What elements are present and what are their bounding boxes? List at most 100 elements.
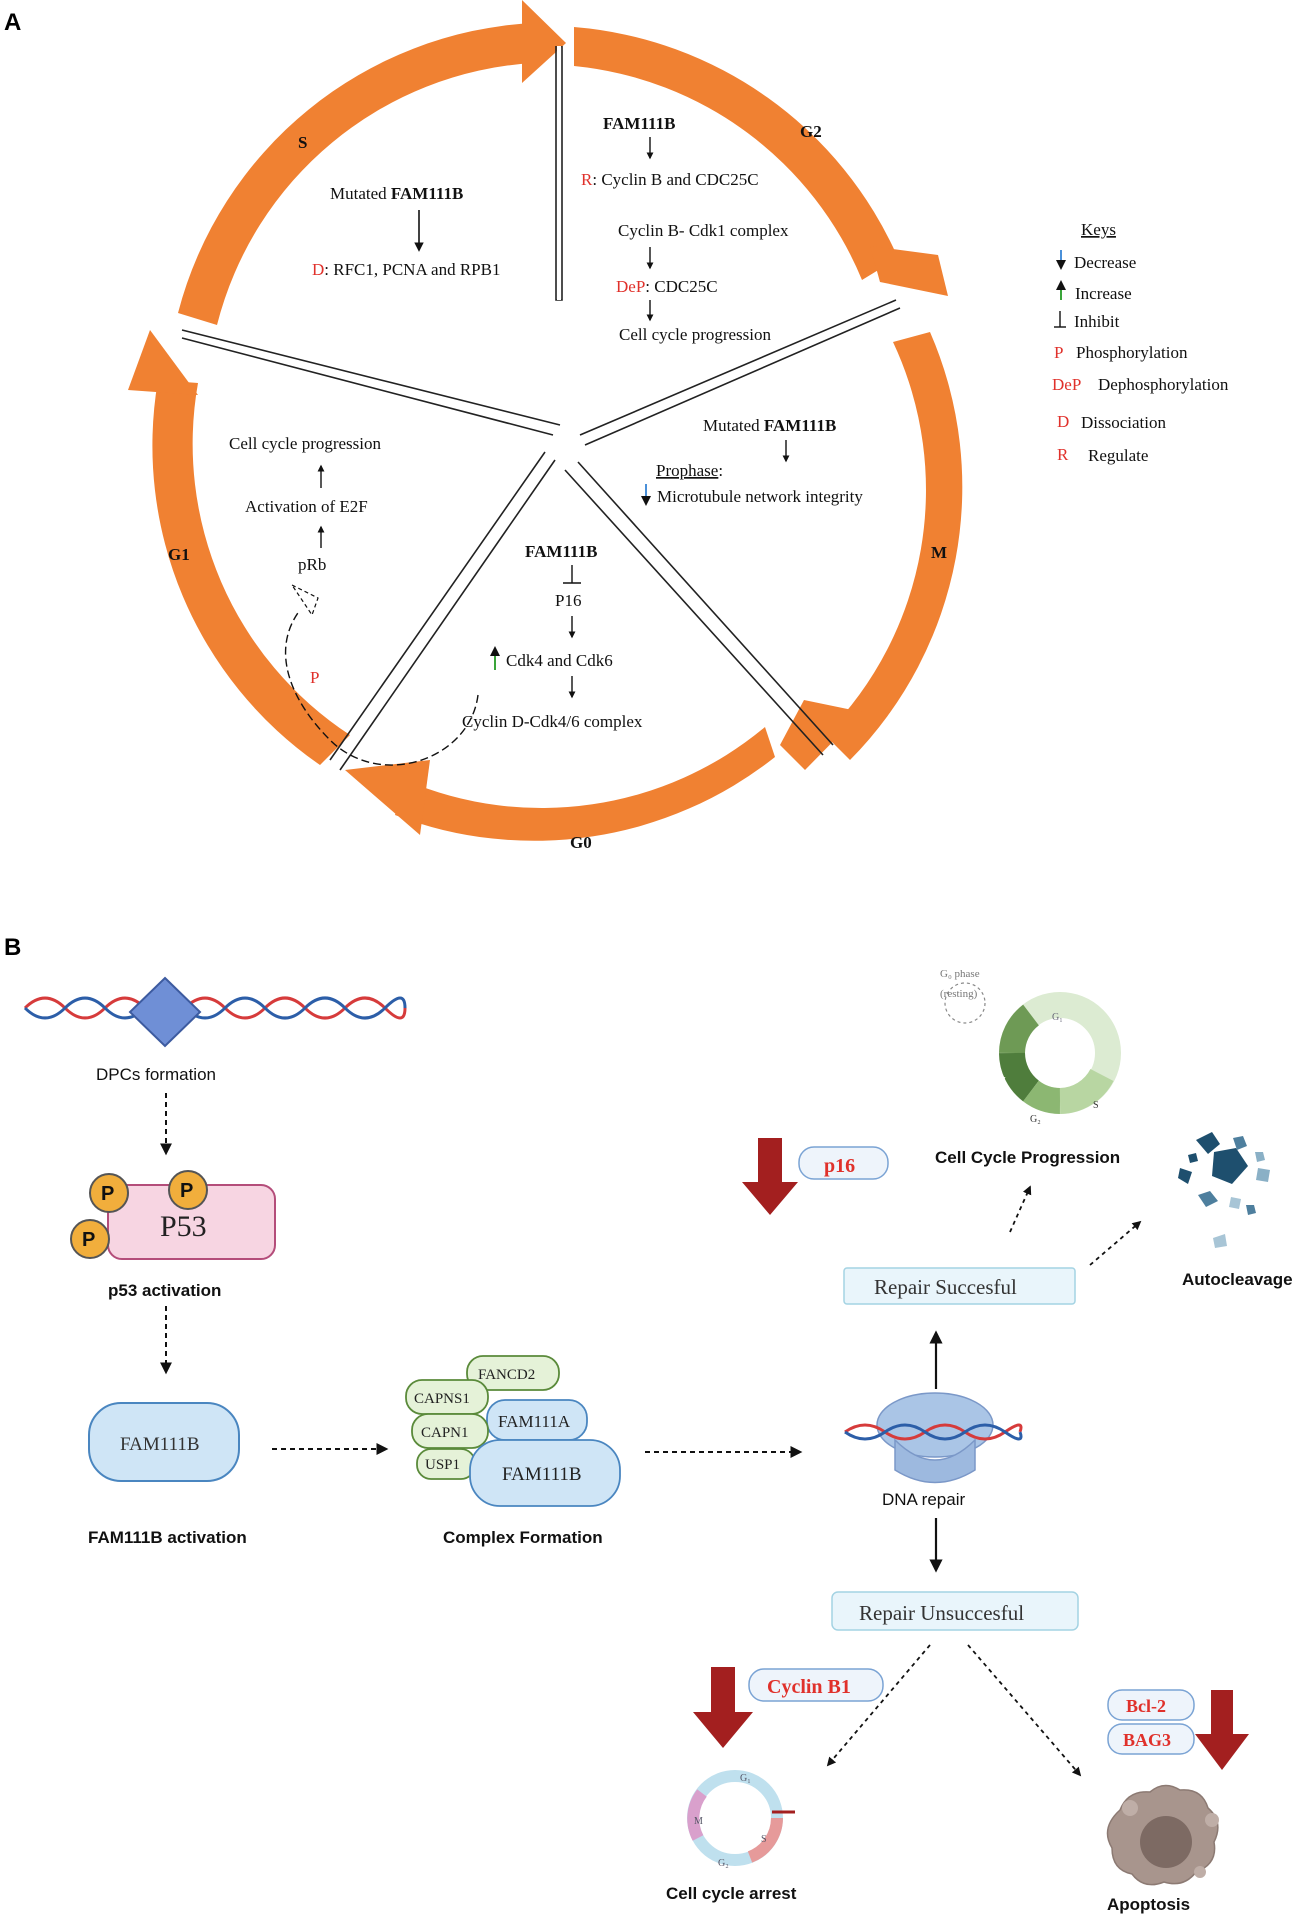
g2-r-prefix: R [581,170,593,189]
resting-text: (resting) [940,988,978,1000]
svg-text:R: Cyclin B and CDC25C: R: Cyclin B and CDC25C [581,170,759,189]
complex-fam111a: FAM111A [498,1412,571,1431]
g1-phase-arc [152,380,350,765]
p-badge-1: P [101,1183,114,1205]
dpc-diamond-icon [128,976,202,1048]
key-r-symbol: R [1057,445,1069,464]
arrest-ring-s: S [761,1834,767,1845]
phase-label-g1: G1 [168,545,190,564]
g0-phase-text: G₀ phase [940,968,980,980]
dna-repair-label: DNA repair [882,1490,965,1509]
svg-text:DeP: CDC25C: DeP: CDC25C [616,277,718,296]
g1-phase-arrowhead [128,330,198,395]
g1-prb: pRb [298,555,326,574]
panel-b-label: B [4,934,21,961]
complex-fancd2: FANCD2 [478,1367,535,1383]
g2-r-text: : Cyclin B and CDC25C [592,170,758,189]
g0-phase-arrowhead [345,760,430,835]
svg-text:Prophase:: Prophase: [656,461,723,480]
repair-unsuccessful-box [831,1591,1079,1631]
phosphorylation-dashed-arrow [284,609,479,766]
arrest-ring-g2: G₂ [718,1858,729,1869]
g2-dep-text: : CDC25C [645,277,717,296]
g2-gene: FAM111B [603,114,675,133]
complex-capns1: CAPNS1 [414,1391,470,1407]
autocleavage-fragments-icon [1178,1132,1270,1248]
m-mutated-prefix: Mutated [703,416,764,435]
ring-m-text: M [997,1076,1006,1087]
p-badge-3: P [82,1229,95,1251]
sector-dividers [181,46,901,771]
apoptosis-decrease-arrow-icon [1195,1690,1249,1770]
key-dep-symbol: DeP [1052,375,1081,394]
g2-dep-prefix: DeP [616,277,645,296]
phase-label-s: S [298,133,307,152]
key-regulate: Regulate [1088,446,1148,465]
bag3-box [1107,1723,1195,1755]
p16-label: p16 [824,1155,855,1177]
g0-gene: FAM111B [525,542,597,561]
key-p-symbol: P [1054,343,1063,362]
g1-sector: Cell cycle progression Activation of E2F… [229,434,479,766]
key-increase: Increase [1075,284,1132,303]
p-badge-2: P [180,1180,193,1202]
g2-sector: FAM111B R: Cyclin B and CDC25C Cyclin B-… [581,114,789,344]
dna-repair-icon [844,1392,1023,1484]
g2-complex: Cyclin B- Cdk1 complex [618,221,789,240]
g0-p16: P16 [555,591,581,610]
complex-formation-label: Complex Formation [443,1528,603,1547]
m-prophase: Prophase [656,461,718,480]
svg-text:Mutated FAM111B: Mutated FAM111B [330,184,463,203]
repair-successful-box [843,1267,1076,1305]
bag3-label: BAG3 [1123,1730,1171,1750]
m-phase-arc [825,332,963,760]
g2-progression: Cell cycle progression [619,325,772,344]
apoptotic-cell-icon [1106,1784,1219,1886]
s-mutated-prefix: Mutated [330,184,391,203]
g2-phase-arrowhead [870,246,948,296]
m-sector: Mutated FAM111B Prophase: Microtubule ne… [641,416,863,506]
phase-label-g2: G2 [800,122,822,141]
g2-phase-arc [574,27,898,280]
g0-complex: Cyclin D-Cdk4/6 complex [462,712,643,731]
g0-sector: FAM111B P16 Cdk4 and Cdk6 Cyclin D-Cdk4/… [462,542,643,731]
complex-usp1: USP1 [425,1457,460,1473]
ring-s-text: S [1093,1100,1099,1111]
repair-unsuccessful-label: Repair Unsuccesful [859,1601,1024,1625]
s-phase-arc [178,23,533,325]
fam111b-box-label: FAM111B [120,1434,200,1455]
key-decrease: Decrease [1074,253,1136,272]
s-gene: FAM111B [391,184,463,203]
complex-fam111b: FAM111B [502,1464,582,1485]
ring-g2-text: G₂ [1030,1114,1041,1125]
phase-label-m: M [931,543,947,562]
s-sector: Mutated FAM111B D: RFC1, PCNA and RPB1 [312,184,500,279]
ring-g1-text: G₁ [1052,1012,1063,1023]
cyclin-b1-box [748,1668,884,1702]
svg-text:D: RFC1, PCNA and RPB1: D: RFC1, PCNA and RPB1 [312,260,500,279]
cell-cycle-arrest-ring-icon: G₁ S G₂ M [687,1770,795,1869]
cell-cycle-progression-ring-icon: G₀ phase (resting) G₁ S G₂ M [940,968,1121,1125]
m-microtubule: Microtubule network integrity [657,487,863,506]
complex-capn1: CAPN1 [421,1425,469,1441]
cyclin-b1-label: Cyclin B1 [767,1676,851,1698]
cell-cycle-progression-label: Cell Cycle Progression [935,1148,1120,1167]
fam111b-activation-label: FAM111B activation [88,1528,247,1547]
p16-box [798,1146,889,1180]
m-gene: FAM111B [764,416,836,435]
arrest-ring-m: M [694,1816,703,1827]
cell-cycle-arrest-label: Cell cycle arrest [666,1884,797,1903]
m-phase-arrowhead [780,700,862,770]
protein-complex: FANCD2 CAPNS1 FAM111A CAPN1 USP1 FAM111B [405,1355,621,1507]
keys-title: Keys [1081,220,1116,239]
p53-label: P53 [160,1210,207,1243]
bcl2-box [1107,1689,1195,1721]
s-d-prefix: D [312,260,324,279]
g1-e2f: Activation of E2F [245,497,368,516]
phospho-badges: P P P [70,1170,208,1259]
keys-legend: Keys Decrease Increase Inhibit P Phospho… [1052,220,1229,465]
cell-cycle-ring [128,0,963,841]
cyclin-b1-decrease-arrow-icon [693,1667,753,1748]
bcl2-label: Bcl-2 [1126,1696,1166,1716]
